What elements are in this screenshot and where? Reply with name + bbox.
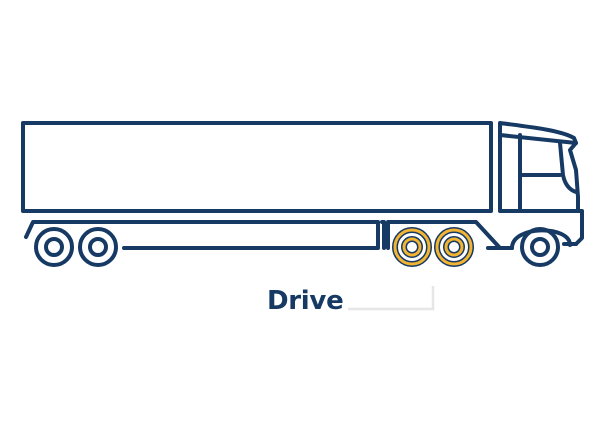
- drive-label: Drive: [267, 286, 344, 316]
- drive-wheels: [392, 227, 474, 267]
- steer-wheel: [520, 227, 560, 267]
- trailer-chassis: [24, 220, 502, 250]
- truck-cab: [498, 121, 584, 250]
- trailer-box: [21, 121, 493, 213]
- trailer-wheels: [34, 227, 118, 267]
- leader-line: [348, 286, 435, 311]
